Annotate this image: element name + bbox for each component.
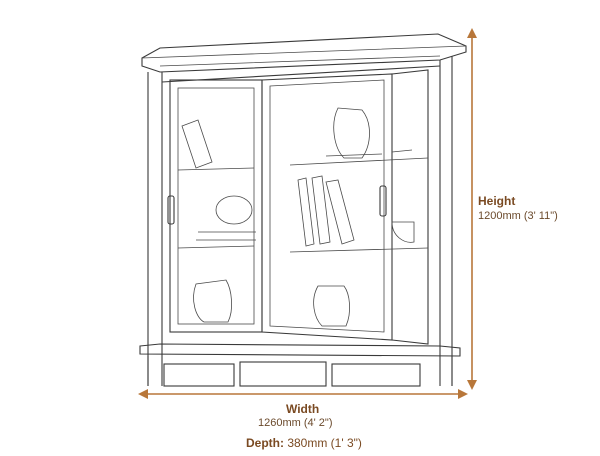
width-title: Width bbox=[286, 402, 320, 416]
width-value: 1260mm (4' 2") bbox=[258, 417, 333, 429]
cabinet-drawing bbox=[139, 33, 467, 387]
height-title: Height bbox=[478, 194, 516, 208]
depth-label: Depth: 380mm (1' 3") bbox=[246, 436, 362, 450]
width-dimension-line bbox=[138, 389, 468, 399]
height-dimension-line bbox=[467, 28, 477, 390]
depth-value: 380mm (1' 3") bbox=[284, 436, 362, 450]
height-value: 1200mm (3' 11") bbox=[478, 210, 558, 222]
